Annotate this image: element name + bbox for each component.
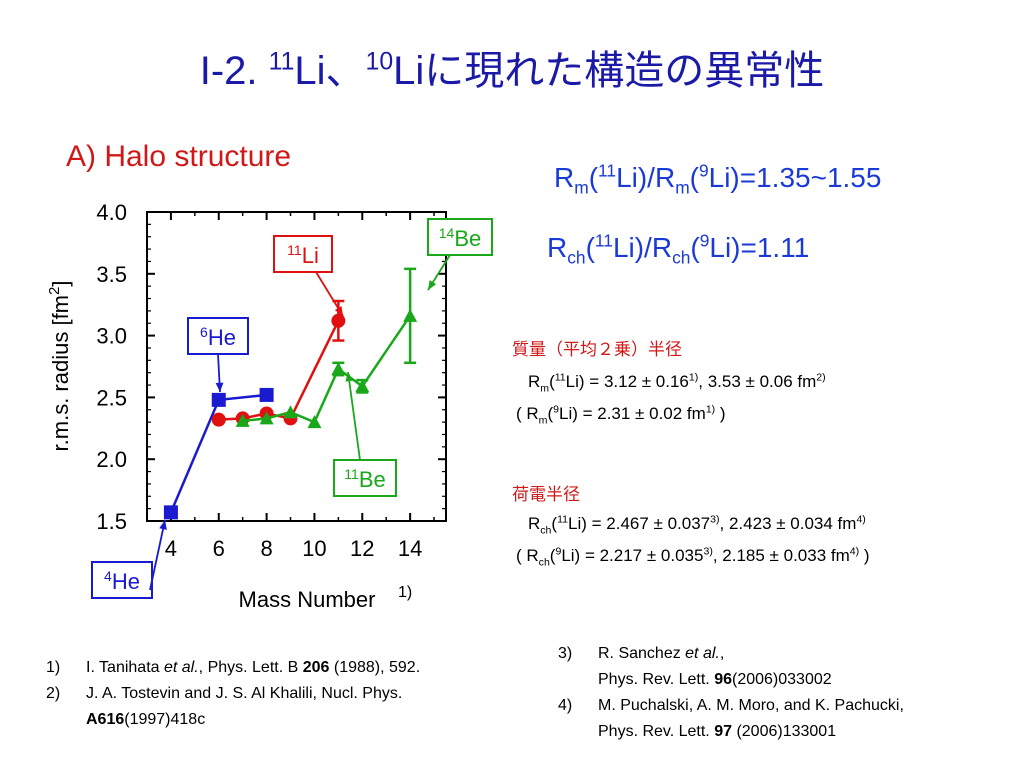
x-tick-label: 6 [213,536,225,561]
series-line [169,393,267,513]
reference-item: 3) R. Sanchez et al., [558,645,725,662]
x-tick-label: 12 [350,536,374,561]
charge-radius-li9: ( Rch(9Li) = 2.217 ± 0.0353), 2.185 ± 0.… [516,545,870,569]
charge-radius-heading: 荷電半径 [512,485,580,504]
data-point [235,413,250,427]
annotation-box [333,459,397,497]
reference-item: 4) M. Puchalski, A. M. Moro, and K. Pach… [558,697,904,714]
y-tick-label: 4.0 [96,200,127,225]
annotation-11li: 11Li [273,235,344,317]
y-tick-label: 1.5 [96,509,127,534]
y-tick-label: 2.0 [96,447,127,472]
data-point [331,313,346,328]
annotation-6he: 6He [187,317,249,393]
reference-item: 1) I. Tanihata et al., Phys. Lett. B 206… [46,659,421,676]
reference-item: Phys. Rev. Lett. 97 (2006)133001 [598,723,837,740]
data-point [163,505,178,520]
annotation-box [91,561,153,599]
data-point [259,387,274,402]
data-point [331,361,346,375]
x-axis-label: Mass Number [239,587,376,612]
annotation-label: 4He [104,568,140,594]
series-line [242,315,412,424]
annotation-arrowhead [428,280,437,290]
x-axis-label-ref: 1) [398,584,412,601]
matter-radius-ratio: Rm(11Li)/Rm(9Li)=1.35~1.55 [554,160,882,198]
y-axis-label: r.m.s. radius [fm2] [46,281,73,452]
annotation-label: 6He [200,324,236,350]
annotation-11be: 11Be [333,371,397,497]
charge-radius-li11: Rch(11Li) = 2.467 ± 0.0373), 2.423 ± 0.0… [528,513,866,537]
reference-item: Phys. Rev. Lett. 96(2006)033002 [598,671,832,688]
series-be [235,267,418,429]
charge-radius-ratio: Rch(11Li)/Rch(9Li)=1.11 [547,230,810,268]
annotation-4he: 4He [91,519,167,599]
matter-radius-li9: ( Rm(9Li) = 2.31 ± 0.02 fm1) ) [516,403,726,427]
annotation-label: 11Be [344,466,385,492]
data-point [211,392,226,407]
series-he [163,387,274,520]
annotation-label: 14Be [439,225,482,251]
slide-title: I-2. 11Li、10Liに現れた構造の異常性 [199,48,825,93]
x-tick-label: 8 [260,536,272,561]
annotation-box [273,235,333,273]
annotation-arrowhead [159,520,167,530]
references-left: 1) I. Tanihata et al., Phys. Lett. B 206… [46,656,526,736]
data-point [403,308,418,322]
data-point [283,405,298,419]
plot-frame [146,211,447,522]
annotation-arrowhead [334,306,343,316]
annotation-arrow [149,519,166,591]
annotation-label: 11Li [287,242,319,268]
x-tick-label: 10 [302,536,326,561]
annotation-box [427,218,493,256]
reference-item: A616(1997)418c [86,711,206,728]
annotation-arrowhead [345,372,354,382]
y-tick-label: 3.0 [96,324,127,349]
x-tick-label: 14 [398,536,422,561]
section-label: A) Halo structure [66,140,292,173]
annotation-14be: 14Be [427,218,493,291]
x-tick-label: 4 [165,536,177,561]
y-tick-label: 2.5 [96,385,127,410]
annotation-arrow [347,371,361,461]
data-point [355,379,370,393]
matter-radius-li11: Rm(11Li) = 3.12 ± 0.161), 3.53 ± 0.06 fm… [528,371,826,395]
y-tick-label: 3.5 [96,262,127,287]
annotation-arrowhead [215,382,224,392]
reference-item: 2) J. A. Tostevin and J. S. Al Khalili, … [46,685,403,702]
references-right: 3) R. Sanchez et al., Phys. Rev. Lett. 9… [558,642,998,752]
data-point [259,411,274,425]
data-point [211,412,226,427]
data-point [307,415,322,429]
matter-radius-heading: 質量（平均２乗）半径 [512,340,682,359]
